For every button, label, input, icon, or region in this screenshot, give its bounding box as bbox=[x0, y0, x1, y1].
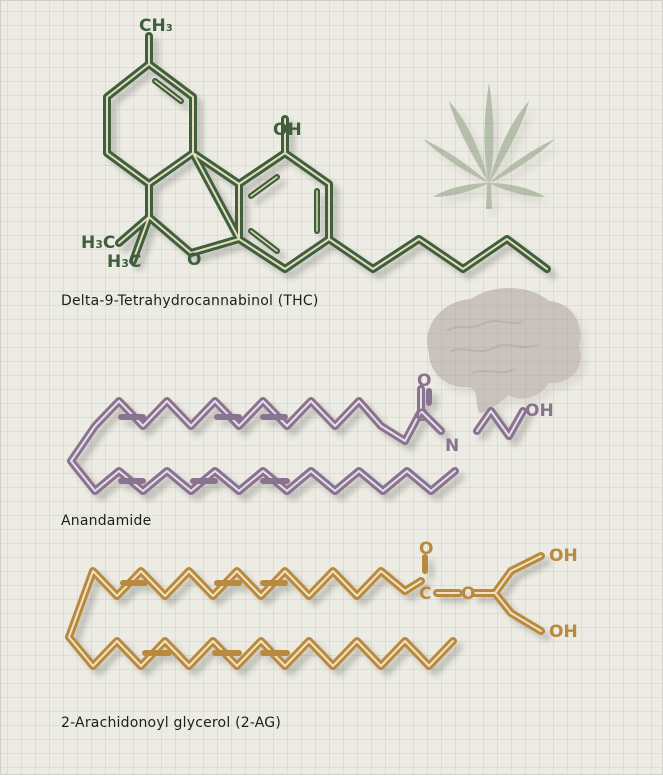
thc-atom-labels: CH3 OH H3C H3C O bbox=[81, 16, 302, 272]
ag-oh-bottom-label: OH bbox=[549, 622, 578, 642]
thc-structure bbox=[103, 32, 551, 273]
anandamide-c-label: C bbox=[415, 406, 427, 426]
thc-oh-label: OH bbox=[273, 120, 302, 140]
cannabis-leaf-icon bbox=[423, 83, 555, 209]
thc-h3c-lower-label: H3C bbox=[107, 252, 141, 272]
thc-ch3-label: CH3 bbox=[139, 16, 173, 36]
ag-o-top-label: O bbox=[419, 539, 433, 559]
thc-h3c-upper-label: H3C bbox=[81, 233, 115, 253]
anandamide-caption: Anandamide bbox=[61, 513, 152, 529]
ag-o-ester-label: O bbox=[461, 584, 475, 604]
ag-atom-labels: O C O OH OH bbox=[419, 539, 578, 642]
thc-caption: Delta-9-Tetrahydrocannabinol (THC) bbox=[61, 293, 319, 309]
ag-c-label: C bbox=[419, 584, 431, 604]
brain-icon bbox=[427, 287, 581, 413]
ag-caption: 2-Arachidonoyl glycerol (2-AG) bbox=[61, 715, 282, 731]
thc-oxygen-label: O bbox=[187, 250, 201, 270]
anandamide-n-label: N bbox=[445, 436, 459, 456]
anandamide-oh-label: OH bbox=[525, 401, 554, 421]
anandamide-o-label: O bbox=[417, 371, 431, 391]
ag-oh-top-label: OH bbox=[549, 546, 578, 566]
ag-structure bbox=[65, 552, 545, 670]
anandamide-structure bbox=[67, 385, 527, 495]
anandamide-atom-labels: O C N OH bbox=[415, 371, 554, 456]
